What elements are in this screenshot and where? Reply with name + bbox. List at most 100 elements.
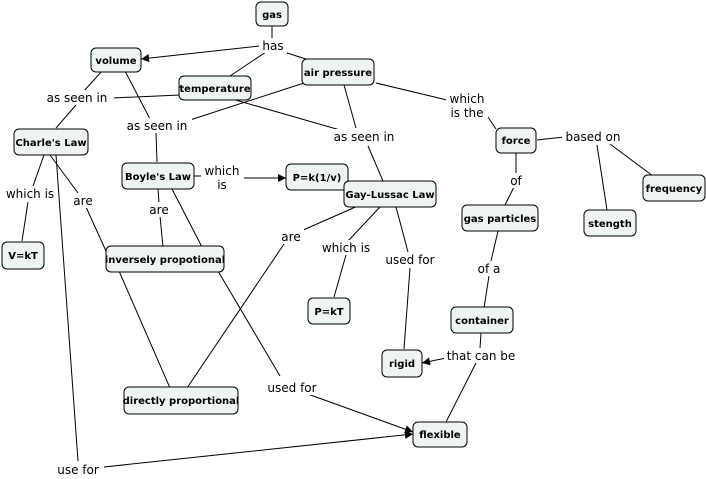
edge-whichis3-pkt	[333, 254, 347, 298]
edge-inversely-directly	[118, 270, 171, 389]
edge-ofa-container	[483, 275, 490, 309]
edge-gaylussac-are3	[300, 204, 361, 232]
node-gas-particles[interactable]: gas particles	[461, 204, 539, 232]
edge-whichis-vkt	[21, 201, 29, 242]
node-frequency[interactable]: frequency	[642, 174, 706, 202]
edges	[21, 26, 654, 468]
node-boyles-law-label: Boyle's Law	[125, 172, 191, 183]
node-air-pressure-label: air pressure	[304, 68, 372, 79]
edge-volume-asseenin1	[83, 70, 103, 92]
edge-thatcanbe-flexible	[445, 362, 477, 423]
nodes: gas volume temperature air pressure Char…	[1, 1, 706, 448]
link-which-is-the-line2: is the	[450, 106, 483, 120]
link-used-for-flexible: used for	[267, 381, 316, 395]
link-which-is-gaylussac: which is	[322, 241, 370, 255]
edge-gaylussac-usedfor1	[395, 206, 409, 253]
edge-basedon-frequency	[609, 143, 654, 177]
node-frequency-label: frequency	[646, 184, 703, 195]
node-inversely-propotional-label: inversely propotional	[105, 255, 225, 266]
link-are-boyles: are	[149, 203, 168, 217]
edge-volume-asseenin2	[124, 70, 151, 120]
link-which-is-charles: which is	[6, 187, 54, 201]
node-volume[interactable]: volume	[90, 47, 142, 73]
node-charles-law[interactable]: Charle's Law	[13, 128, 89, 156]
node-p-equals-k-over-v[interactable]: P=k(1/v)	[285, 163, 349, 191]
link-used-for-rigid: used for	[385, 253, 434, 267]
node-gas[interactable]: gas	[255, 1, 289, 27]
node-inversely-propotional[interactable]: inversely propotional	[105, 245, 225, 273]
link-as-seen-in-1: as seen in	[47, 91, 108, 105]
node-stength[interactable]: stength	[583, 209, 637, 237]
node-flexible[interactable]: flexible	[412, 421, 468, 448]
link-use-for: use for	[57, 463, 99, 477]
node-flexible-label: flexible	[419, 430, 461, 441]
edge-airpressure-asseenin3	[343, 84, 357, 129]
edge-charles-are1	[49, 154, 79, 194]
link-labels: has as seen in as seen in as seen in whi…	[3, 38, 624, 477]
edge-airpressure-asseenin2	[189, 82, 305, 121]
node-charles-law-label: Charle's Law	[15, 138, 86, 149]
edge-airpressure-whichisthe	[375, 82, 448, 101]
link-which-is-boyles-line1: which	[205, 164, 240, 178]
node-v-equals-kt-label: V=kT	[8, 251, 38, 262]
edge-thatcanbe-rigid	[421, 357, 447, 366]
edge-temperature-asseenin1	[111, 94, 181, 99]
node-force[interactable]: force	[495, 127, 537, 154]
link-are-gaylussac: are	[281, 230, 300, 244]
edge-whichisthe-force	[487, 116, 497, 130]
node-air-pressure[interactable]: air pressure	[301, 58, 375, 86]
node-p-equals-k-over-v-label: P=k(1/v)	[293, 173, 342, 184]
edge-usedfor1-rigid	[403, 267, 411, 350]
node-gay-lussac-law-label: Gay-Lussac Law	[345, 190, 434, 201]
link-are-charles: are	[73, 194, 92, 208]
edge-charles-whichis	[32, 154, 45, 187]
node-rigid[interactable]: rigid	[381, 349, 423, 378]
edge-usefor-flexible	[103, 430, 414, 468]
edge-boyles-are2	[157, 188, 160, 204]
node-temperature[interactable]: temperature	[178, 75, 252, 101]
node-directly-proportional[interactable]: directly proportional	[123, 386, 240, 415]
node-container-label: container	[455, 316, 509, 327]
node-temperature-label: temperature	[179, 84, 250, 95]
edge-are2-inversely	[159, 215, 164, 248]
edge-boyles-inversely-diag	[171, 188, 203, 248]
edge-force-basedon	[536, 136, 565, 141]
edge-are3-directly	[186, 243, 285, 389]
link-which-is-boyles-line2: is	[217, 178, 227, 192]
edge-has-temperature	[229, 51, 267, 77]
edge-temperature-asseenin3	[231, 98, 341, 131]
edge-usedfor-flexible	[304, 392, 414, 434]
edge-basedon-stength	[596, 144, 608, 211]
edge-inversely-usedfor	[217, 270, 281, 377]
link-of: of	[510, 174, 522, 188]
node-rigid-label: rigid	[389, 359, 415, 370]
link-as-seen-in-2: as seen in	[127, 119, 188, 133]
node-v-equals-kt[interactable]: V=kT	[1, 241, 45, 270]
edge-charles-usefor	[55, 154, 79, 462]
link-which-is-the-line1: which	[450, 92, 485, 106]
link-of-a: of a	[478, 262, 501, 276]
node-gay-lussac-law[interactable]: Gay-Lussac Law	[343, 180, 437, 208]
edge-has-volume	[140, 45, 261, 63]
edge-asseenin3-gaylussac	[367, 145, 384, 182]
node-stength-label: stength	[588, 219, 632, 230]
link-has: has	[262, 39, 283, 53]
node-volume-label: volume	[95, 56, 136, 67]
node-container[interactable]: container	[450, 306, 514, 334]
edge-gasparticles-ofa	[490, 230, 499, 262]
node-p-equals-kt-label: P=kT	[314, 307, 343, 318]
node-force-label: force	[502, 136, 531, 147]
node-directly-proportional-label: directly proportional	[123, 396, 240, 407]
edge-of-gasparticles	[504, 186, 515, 206]
edge-asseenin2-boyles	[155, 132, 158, 163]
link-that-can-be: that can be	[447, 349, 516, 363]
edge-gaylussac-whichis3	[347, 206, 381, 242]
edge-container-thatcanbe	[479, 332, 482, 349]
link-based-on: based on	[566, 130, 621, 144]
node-gas-label: gas	[262, 10, 282, 21]
node-gas-particles-label: gas particles	[464, 214, 537, 225]
link-as-seen-in-3: as seen in	[334, 130, 395, 144]
node-p-equals-kt[interactable]: P=kT	[307, 297, 351, 325]
node-boyles-law[interactable]: Boyle's Law	[121, 162, 195, 190]
